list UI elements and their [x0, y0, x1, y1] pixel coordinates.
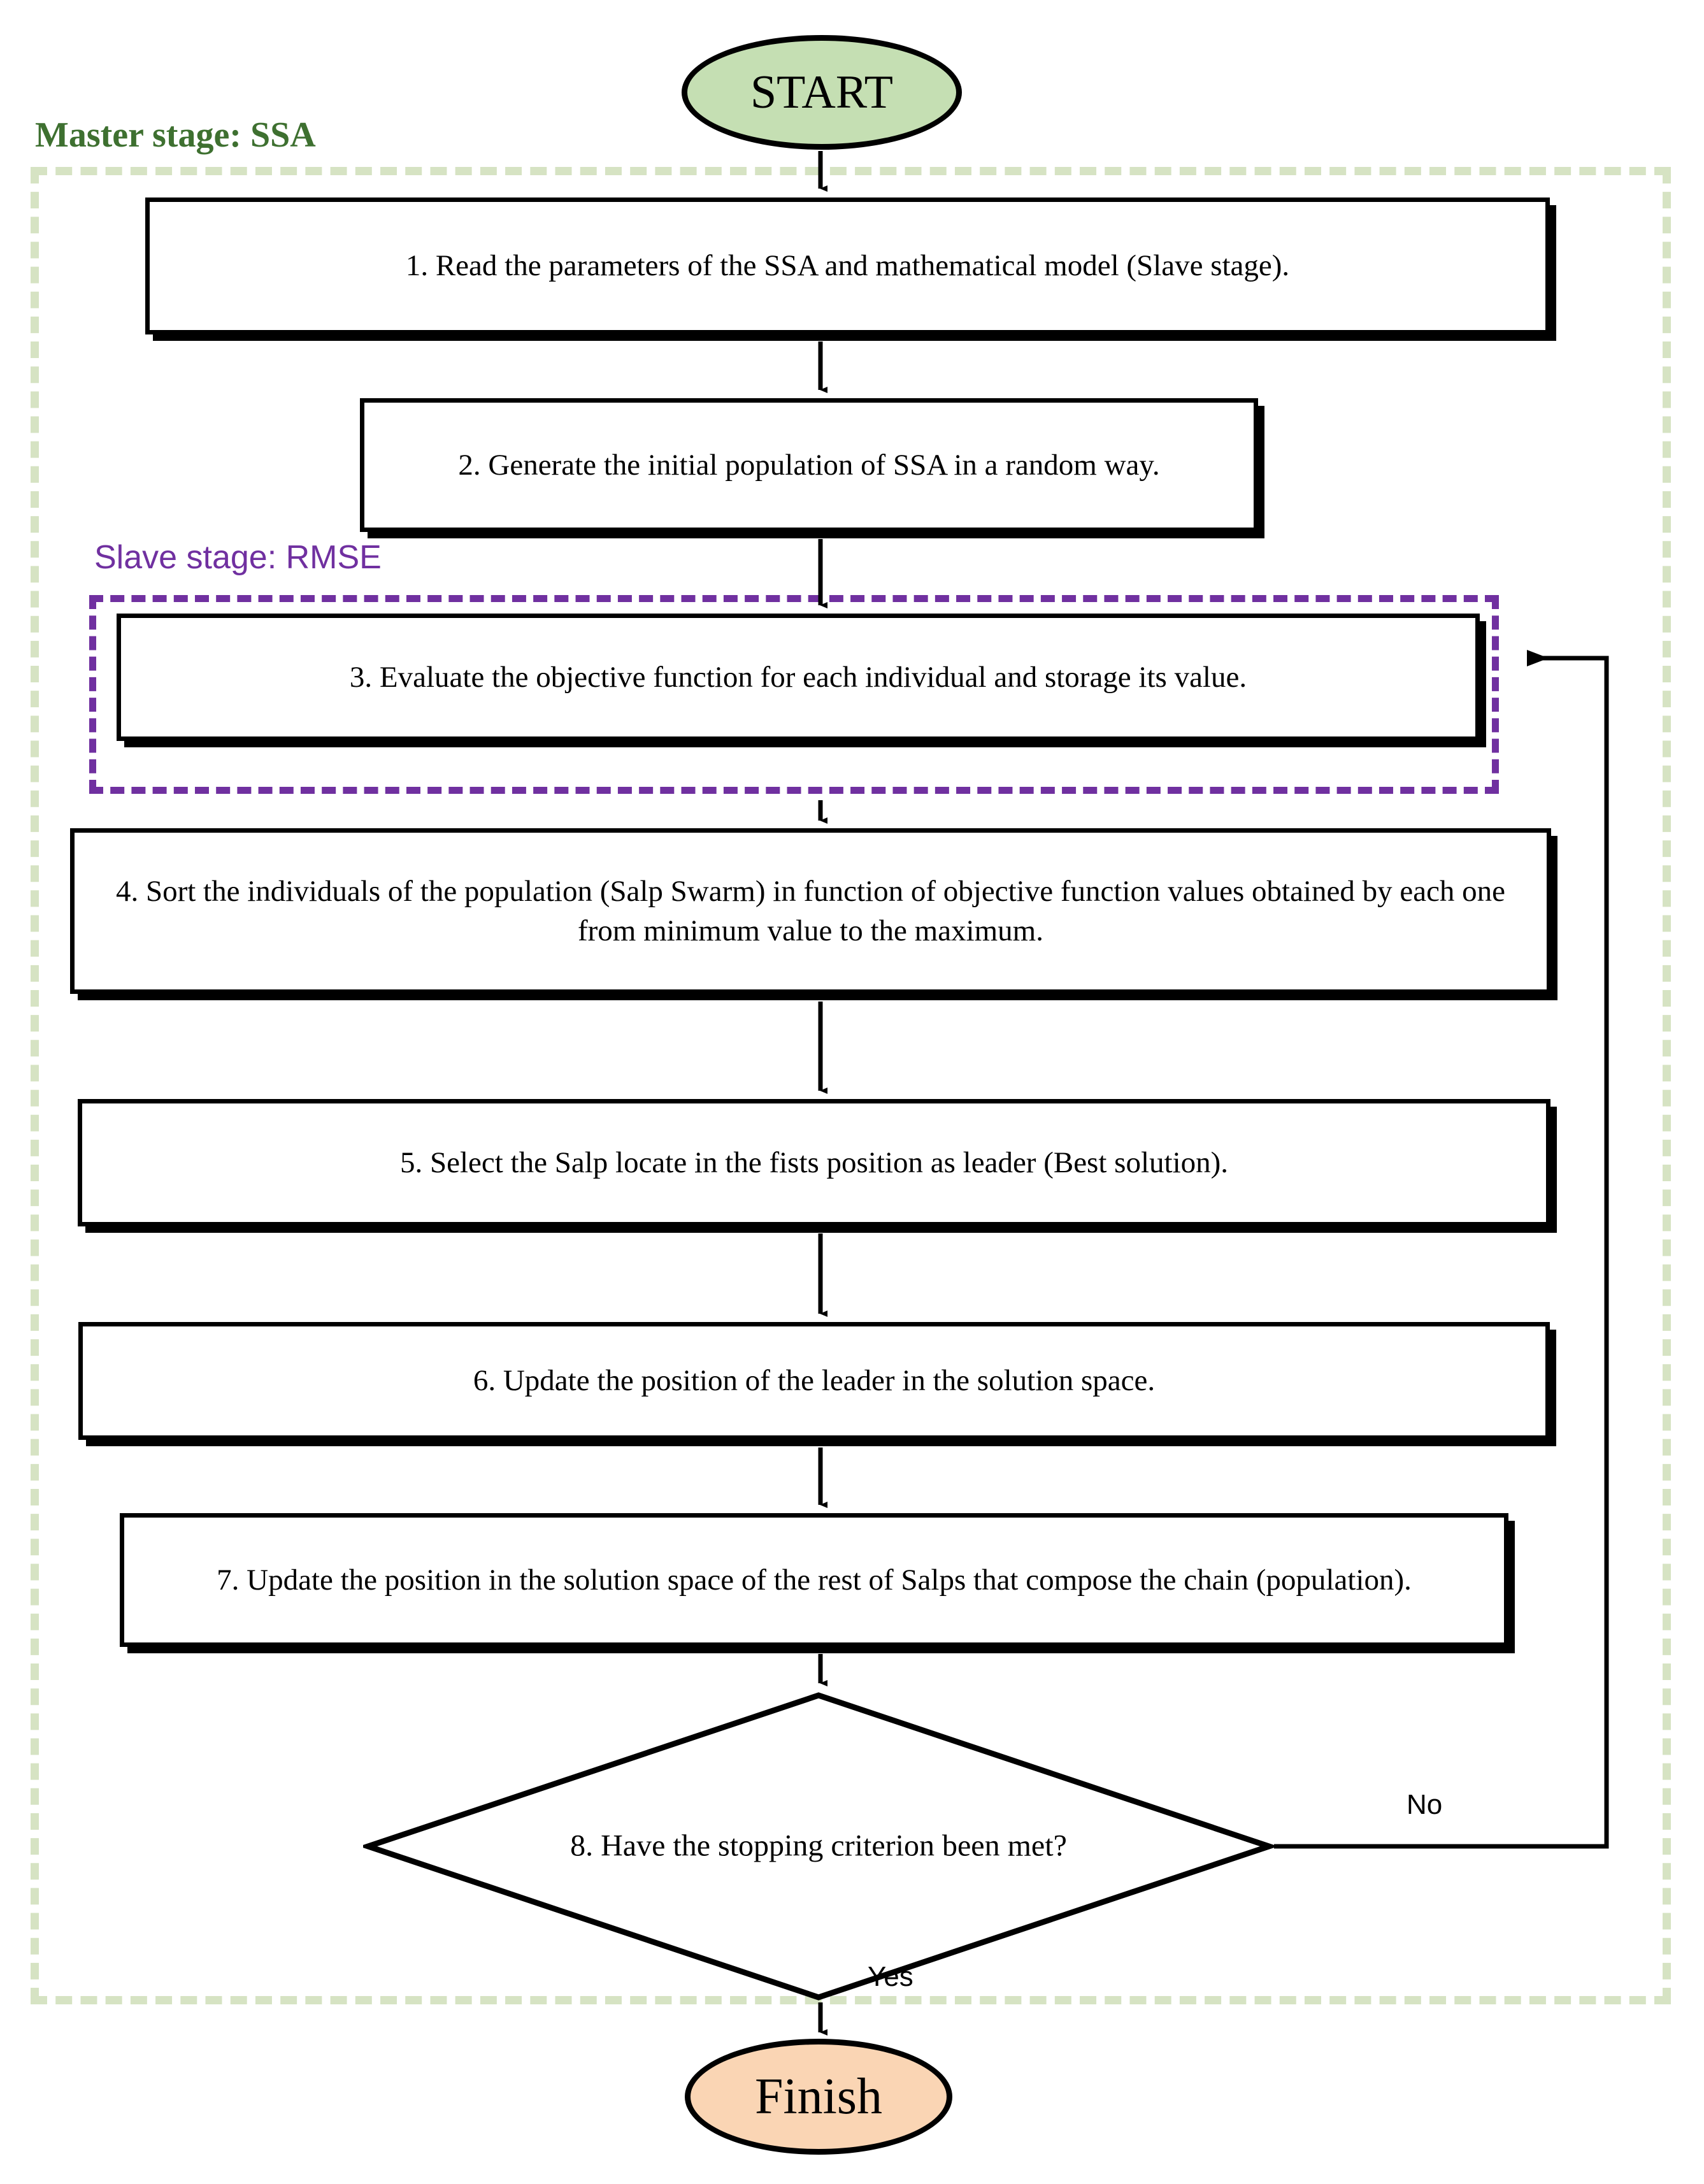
branch-label-no: No [1407, 1789, 1443, 1820]
process-step-1: 1. Read the parameters of the SSA and ma… [145, 198, 1550, 334]
branch-label-yes: Yes [868, 1961, 913, 1992]
process-step-5: 5. Select the Salp locate in the fists p… [78, 1099, 1550, 1226]
slave-stage-frame [89, 595, 1499, 794]
diamond-shape [363, 1692, 1274, 2001]
process-step-6-text: 6. Update the position of the leader in … [473, 1364, 1156, 1398]
slave-stage-label: Slave stage: RMSE [94, 539, 382, 576]
process-step-3: 3. Evaluate the objective function for e… [117, 614, 1480, 741]
arrow-no-loopback [1274, 650, 1609, 1849]
process-step-6: 6. Update the position of the leader in … [78, 1322, 1550, 1440]
process-step-7-text: 7. Update the position in the solution s… [217, 1563, 1412, 1597]
start-label: START [750, 66, 893, 119]
process-step-7: 7. Update the position in the solution s… [120, 1513, 1508, 1647]
process-step-4: 4. Sort the individuals of the populatio… [70, 828, 1551, 994]
decision-step-8-text: 8. Have the stopping criterion been met? [570, 1828, 1067, 1863]
decision-step-8: 8. Have the stopping criterion been met? [363, 1690, 1274, 2002]
process-step-4-text: 4. Sort the individuals of the populatio… [115, 874, 1506, 947]
finish-label: Finish [754, 2068, 883, 2125]
process-step-2: 2. Generate the initial population of SS… [360, 398, 1258, 532]
process-step-2-text: 2. Generate the initial population of SS… [458, 448, 1160, 482]
process-step-5-text: 5. Select the Salp locate in the fists p… [399, 1146, 1229, 1179]
finish-terminator: Finish [685, 2039, 952, 2155]
process-step-3-text: 3. Evaluate the objective function for e… [349, 660, 1247, 694]
master-stage-label: Master stage: SSA [35, 115, 316, 155]
process-step-1-text: 1. Read the parameters of the SSA and ma… [405, 249, 1290, 283]
master-stage-frame [31, 167, 1671, 2004]
start-terminator: START [682, 35, 962, 150]
